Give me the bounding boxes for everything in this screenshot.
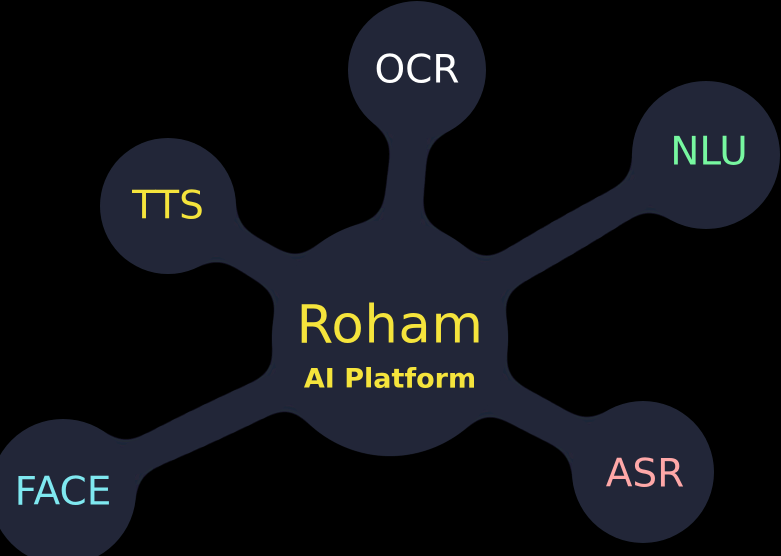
node-blob-nlu [632,81,780,229]
node-blob-asr [572,401,714,543]
center-blob [272,220,508,456]
node-blob-face [0,419,136,556]
node-blob-ocr [348,1,486,139]
node-blob-tts [100,138,236,274]
